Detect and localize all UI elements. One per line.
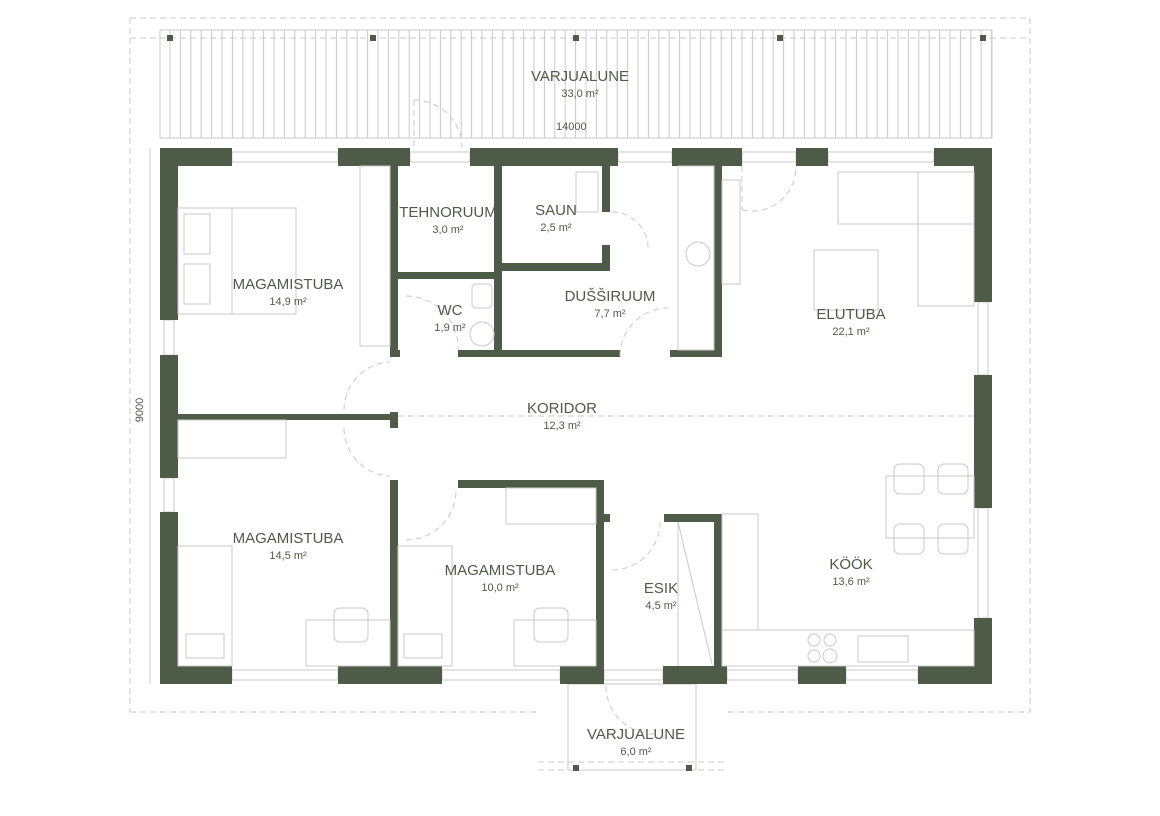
room-area: 33,0 m² [561, 88, 599, 100]
doors [343, 99, 797, 735]
walls [160, 148, 992, 684]
room-label-saun: SAUN 2,5 m² [535, 202, 577, 234]
room-name: ESIK [643, 580, 679, 597]
room-name: KÖÖK [829, 556, 873, 573]
room-label-dussiruum: DUŠŠIRUUM 7,7 m² [565, 288, 656, 320]
room-label-koridor: KORIDOR 12,3 m² [527, 400, 597, 432]
room-label-tehnoruum: TEHNORUUM 3,0 m² [399, 204, 497, 236]
dimension-height: 9000 [134, 397, 147, 423]
double-bed [177, 207, 297, 315]
wardrobe [177, 419, 287, 459]
room-name: TEHNORUUM [399, 204, 497, 221]
room-name: ELUTUBA [816, 306, 886, 323]
room-name: KORIDOR [526, 400, 598, 417]
kitchen-counter [721, 629, 975, 667]
sink [685, 241, 711, 267]
sofa [917, 171, 975, 307]
room-name: VARJUALUNE [586, 726, 686, 743]
desk [305, 619, 391, 667]
room-label-wc: WC 1,9 m² [434, 302, 465, 334]
room-name: DUŠŠIRUUM [564, 288, 656, 305]
dining-table [885, 475, 975, 539]
room-name: VARJUALUNE [530, 68, 630, 85]
room-area: 6,0 m² [620, 746, 652, 758]
room-area: 4,5 m² [645, 600, 677, 612]
single-bed [177, 545, 233, 667]
chair [333, 607, 369, 643]
room-area: 12,3 m² [543, 420, 581, 432]
room-area: 1,9 m² [434, 322, 466, 334]
coffee-table [813, 249, 879, 311]
room-name: MAGAMISTUBA [232, 276, 344, 293]
sink [469, 321, 495, 347]
room-label-esik: ESIK 4,5 m² [644, 580, 678, 612]
room-area: 14,9 m² [269, 296, 307, 308]
kitchen-sink [857, 635, 909, 663]
room-label-varjualune-entrance: VARJUALUNE 6,0 m² [587, 726, 685, 758]
chair [533, 607, 569, 643]
room-label-magamistuba-2: MAGAMISTUBA 14,5 m² [233, 530, 344, 562]
room-label-varjualune-top: VARJUALUNE 33,0 m² [531, 68, 629, 100]
room-label-magamistuba-1: MAGAMISTUBA 14,9 m² [233, 276, 344, 308]
room-area: 22,1 m² [832, 326, 870, 338]
room-label-magamistuba-3: MAGAMISTUBA 10,0 m² [445, 562, 556, 594]
desk [513, 619, 597, 667]
room-area: 7,7 m² [594, 308, 626, 320]
dimension-width: 14000 [556, 121, 587, 133]
wardrobe [359, 165, 391, 347]
room-area: 14,5 m² [269, 550, 307, 562]
room-label-elutuba: ELUTUBA 22,1 m² [816, 306, 885, 338]
room-area: 10,0 m² [481, 582, 519, 594]
room-name: MAGAMISTUBA [444, 562, 556, 579]
room-area: 13,6 m² [832, 576, 870, 588]
entrance-porch [538, 683, 728, 771]
terrace-roof [129, 17, 1031, 713]
toilet [471, 283, 493, 309]
sauna-stove [575, 171, 599, 213]
room-name: MAGAMISTUBA [232, 530, 344, 547]
sofa [837, 171, 975, 225]
single-bed [397, 545, 453, 667]
room-name: SAUN [535, 202, 577, 219]
wardrobe [505, 487, 597, 525]
room-label-kook: KÖÖK 13,6 m² [829, 556, 872, 588]
furniture [177, 165, 975, 667]
room-area: 2,5 m² [540, 222, 572, 234]
room-name: WC [437, 302, 463, 319]
room-area: 3,0 m² [432, 224, 464, 236]
